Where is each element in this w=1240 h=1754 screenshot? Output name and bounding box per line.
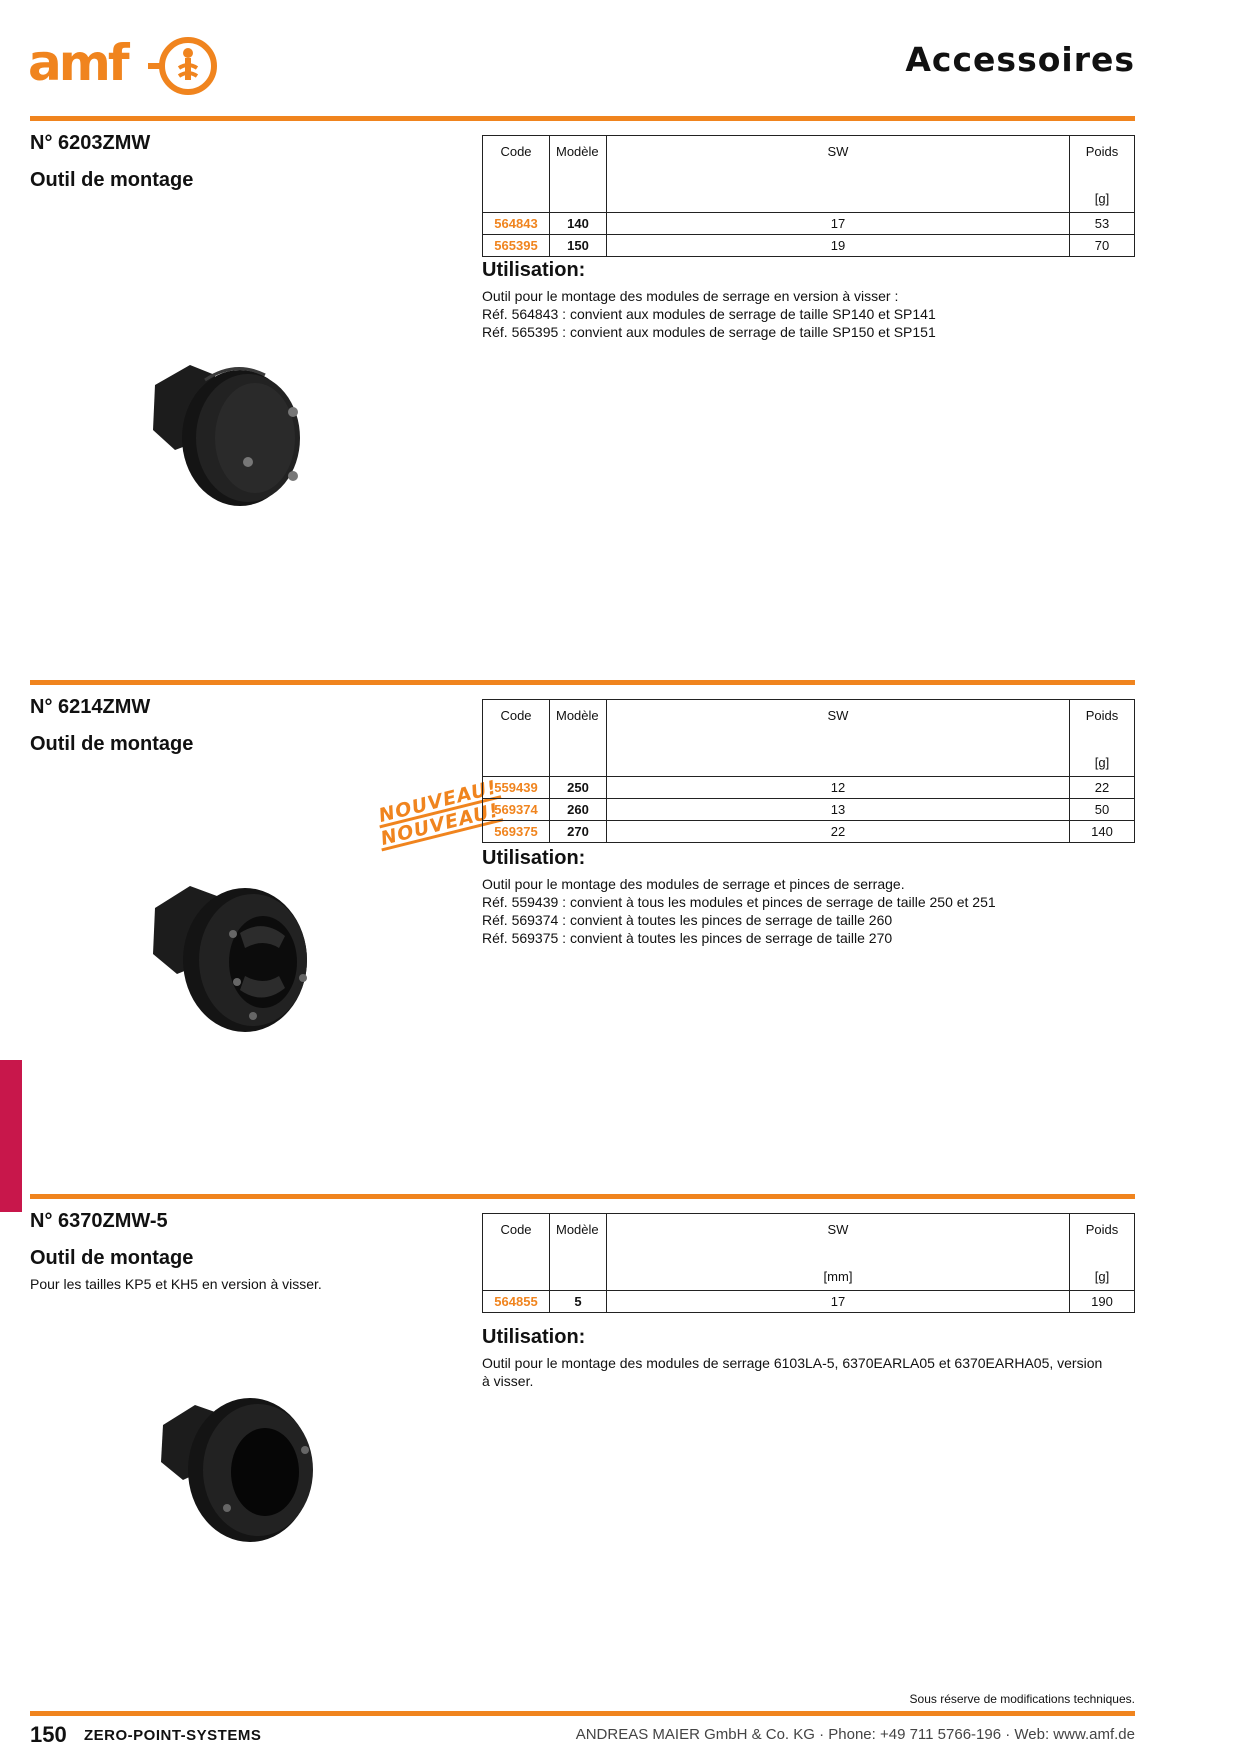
- table-row: 569375 270 22 140: [482, 820, 1135, 843]
- amf-logo: amf: [28, 36, 217, 95]
- article-code[interactable]: 569375: [482, 820, 550, 843]
- weight-cell: 70: [1069, 234, 1135, 257]
- weight-cell: 22: [1069, 776, 1135, 799]
- section-divider: [30, 116, 1135, 121]
- article-code[interactable]: 569374: [482, 798, 550, 821]
- sw-cell: 17: [606, 1290, 1070, 1313]
- weight-cell: 140: [1069, 820, 1135, 843]
- table-row: 564843 140 17 53: [482, 212, 1135, 235]
- col-weight: Poids[g]: [1069, 699, 1135, 777]
- page-title: Accessoires: [905, 40, 1135, 79]
- col-sw: SW[mm]: [606, 1213, 1070, 1291]
- table-row: 564855 5 17 190: [482, 1290, 1135, 1313]
- chapter-tab: [0, 1060, 22, 1212]
- sw-cell: 19: [606, 234, 1070, 257]
- col-sw: SW: [606, 699, 1070, 777]
- section-number: N° 6214ZMW: [30, 696, 151, 718]
- col-code: Code: [482, 135, 550, 213]
- col-model: Modèle: [549, 1213, 607, 1291]
- table-row: 559439 250 12 22: [482, 776, 1135, 799]
- utilisation-text: Outil pour le montage des modules de ser…: [482, 1355, 1103, 1389]
- section-note: Pour les tailles KP5 et KH5 en version à…: [30, 1276, 322, 1292]
- model-cell: 250: [549, 776, 607, 799]
- footer-note: Sous réserve de modifications techniques…: [909, 1692, 1135, 1706]
- col-sw: SW: [606, 135, 1070, 213]
- table-row: 565395 150 19 70: [482, 234, 1135, 257]
- sw-cell: 17: [606, 212, 1070, 235]
- sw-cell: 12: [606, 776, 1070, 799]
- section-number: N° 6370ZMW-5: [30, 1210, 168, 1232]
- utilisation-text: Outil pour le montage des modules de ser…: [482, 288, 936, 340]
- spec-table: Code Modèle SW[mm] Poids[g] 564855 5 17 …: [482, 1213, 1135, 1313]
- col-model: Modèle: [549, 135, 607, 213]
- article-code[interactable]: 564855: [482, 1290, 550, 1313]
- footer-divider: [30, 1711, 1135, 1716]
- utilisation-title: Utilisation:: [482, 1326, 586, 1348]
- col-code: Code: [482, 1213, 550, 1291]
- model-cell: 150: [549, 234, 607, 257]
- sw-cell: 13: [606, 798, 1070, 821]
- series-label: ZERO-POINT-SYSTEMS: [84, 1727, 262, 1744]
- article-code[interactable]: 565395: [482, 234, 550, 257]
- page-number: 150: [30, 1722, 67, 1747]
- section-name: Outil de montage: [30, 169, 194, 191]
- tool-image-6370zmw-5: [161, 1398, 313, 1542]
- section-number: N° 6203ZMW: [30, 132, 151, 154]
- spec-table: Code Modèle SW Poids[g] 559439 250 12 22…: [482, 699, 1135, 843]
- col-weight: Poids[g]: [1069, 1213, 1135, 1291]
- spec-table: Code Modèle SW Poids[g] 564843 140 17 53…: [482, 135, 1135, 257]
- table-row: 569374 260 13 50: [482, 798, 1135, 821]
- col-code: Code: [482, 699, 550, 777]
- svg-text:amf: amf: [28, 36, 131, 92]
- weight-cell: 190: [1069, 1290, 1135, 1313]
- company-info: ANDREAS MAIER GmbH & Co. KG · Phone: +49…: [575, 1726, 1135, 1743]
- model-cell: 260: [549, 798, 607, 821]
- section-divider: [30, 680, 1135, 685]
- tool-image-6203zmw: [153, 365, 300, 506]
- tool-image-6214zmw: [153, 886, 307, 1032]
- weight-cell: 50: [1069, 798, 1135, 821]
- col-model: Modèle: [549, 699, 607, 777]
- model-cell: 5: [549, 1290, 607, 1313]
- model-cell: 140: [549, 212, 607, 235]
- article-code[interactable]: 559439: [482, 776, 550, 799]
- article-code[interactable]: 564843: [482, 212, 550, 235]
- weight-cell: 53: [1069, 212, 1135, 235]
- sw-cell: 22: [606, 820, 1070, 843]
- utilisation-text: Outil pour le montage des modules de ser…: [482, 876, 996, 946]
- section-name: Outil de montage: [30, 733, 194, 755]
- section-divider: [30, 1194, 1135, 1199]
- model-cell: 270: [549, 820, 607, 843]
- section-name: Outil de montage: [30, 1247, 194, 1269]
- utilisation-title: Utilisation:: [482, 259, 586, 281]
- col-weight: Poids[g]: [1069, 135, 1135, 213]
- utilisation-title: Utilisation:: [482, 847, 586, 869]
